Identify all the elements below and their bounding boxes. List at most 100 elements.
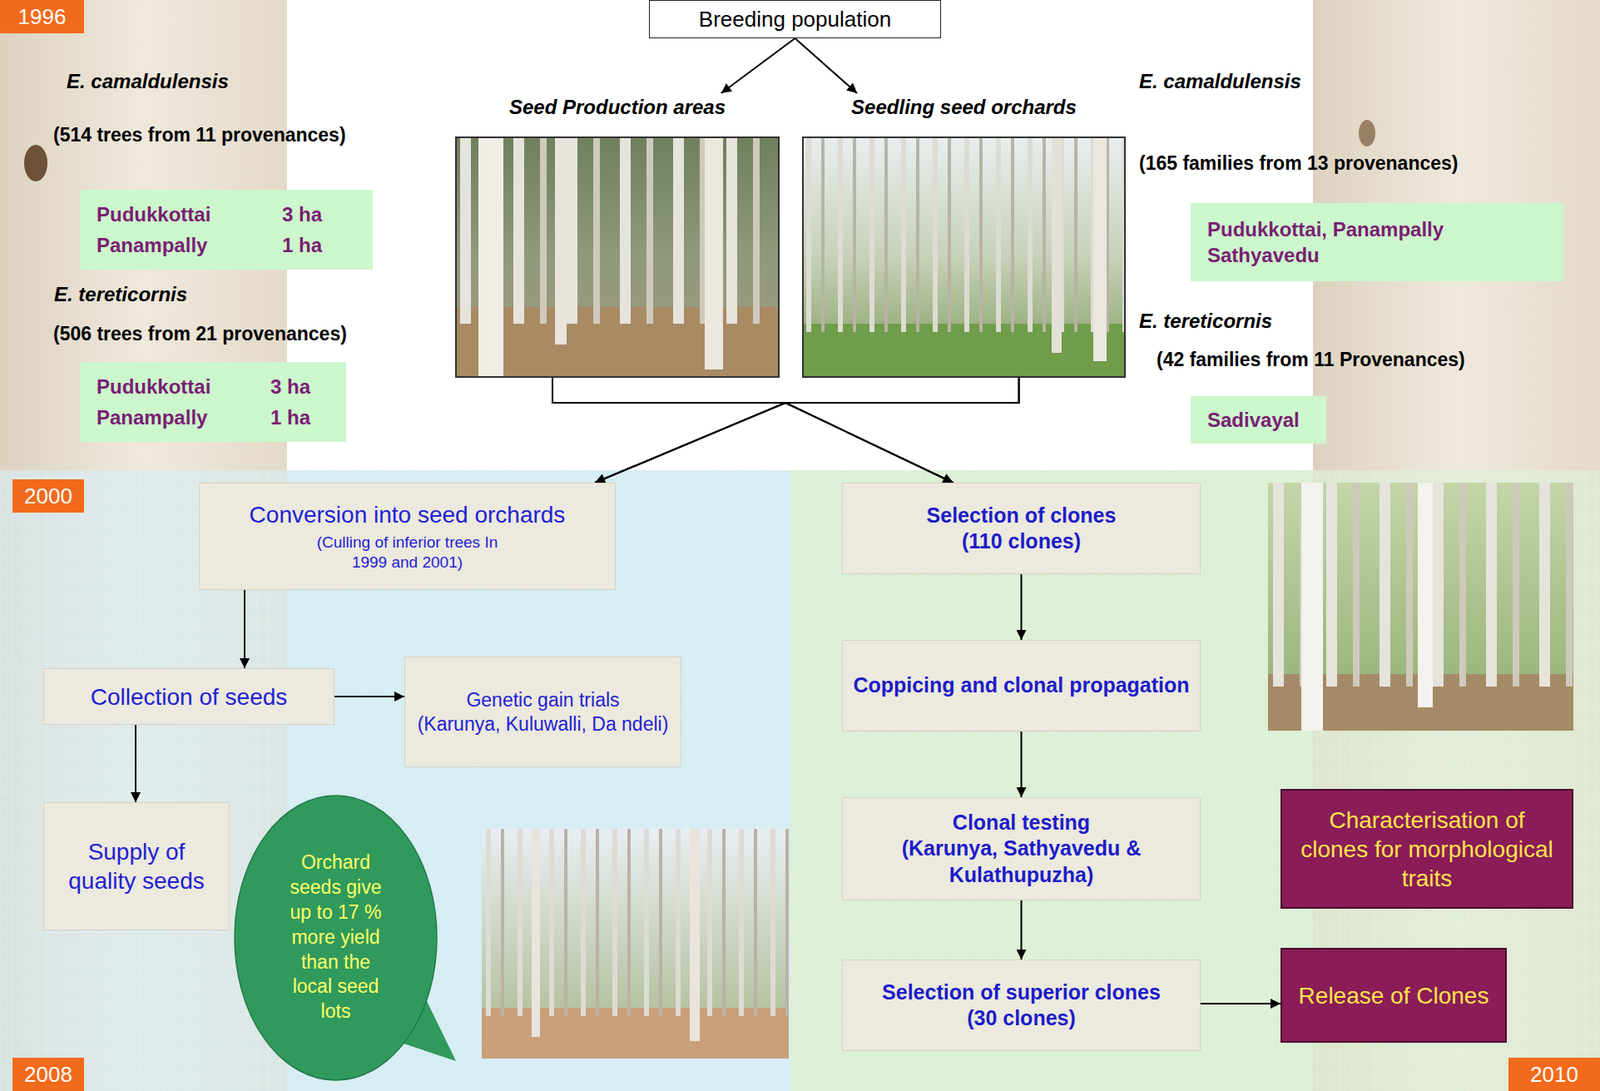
box-text: Panampally	[96, 404, 271, 431]
arrow-connector	[134, 724, 137, 803]
result-box: Characterisation of clones for morpholog…	[1280, 788, 1574, 909]
box-text: (110 clones)	[926, 528, 1117, 555]
tree-trunk	[531, 828, 540, 1037]
box-text: 2010	[1530, 1061, 1579, 1088]
tree-trunk	[1093, 136, 1107, 362]
box-text: Pudukkottai, Panampally Sathyavedu	[1207, 216, 1547, 268]
box-text: (Karunya, Kuluwalli, Da ndeli)	[417, 712, 669, 737]
year-tag: 2008	[12, 1057, 85, 1091]
text-holder: Sadivayal	[1207, 406, 1310, 433]
arrow-connector	[334, 695, 405, 698]
text-holder: Coppicing and clonal propagation	[852, 672, 1189, 699]
photo-clonal-plantation	[1268, 482, 1574, 731]
text-holder: 2008	[24, 1061, 73, 1088]
box-text: Breeding population	[698, 6, 892, 33]
process-box: Selection of clones(110 clones)	[842, 482, 1201, 575]
bark-knot	[1358, 119, 1376, 147]
box-text: 1 ha	[282, 232, 357, 258]
year-tag: 1996	[0, 0, 85, 34]
box-text: Genetic gain trials	[417, 688, 669, 713]
process-box: Coppicing and clonal propagation	[842, 639, 1201, 732]
provenance-label: (506 trees from 21 provenances)	[53, 322, 347, 346]
tree-trunk	[478, 136, 504, 378]
box-text: 3 ha	[270, 373, 330, 400]
box-text: Selection of superior clones	[881, 979, 1161, 1006]
box-text: Sadivayal	[1207, 406, 1310, 433]
photo-ground	[455, 136, 780, 378]
tree-trunks	[802, 136, 1126, 332]
provenance-label: (165 families from 13 provenances)	[1139, 152, 1459, 175]
arrow-connector	[1020, 900, 1023, 960]
box-text: Supply of quality seeds	[55, 837, 218, 896]
process-box: Conversion into seed orchards(Culling of…	[198, 482, 616, 590]
box-text: (Culling of inferior trees In 1999 and 2…	[307, 532, 507, 573]
text-holder: Release of Clones	[1298, 980, 1490, 1011]
top-band	[0, 0, 1600, 471]
text-holder: 2000	[24, 483, 73, 510]
text-holder: Selection of clones(110 clones)	[926, 502, 1117, 555]
callout-text: Orchard seeds give up to 17 % more yield…	[282, 850, 390, 1025]
box-text: 1996	[18, 4, 67, 30]
text-holder: Conversion into seed orchards(Culling of…	[249, 500, 566, 573]
year-tag: 2000	[12, 479, 85, 513]
arrow-connector	[785, 377, 1020, 483]
box-text: (Karunya, Sathyavedu & Kulathupuzha)	[852, 835, 1190, 888]
process-box: Clonal testing(Karunya, Sathyavedu & Kul…	[842, 797, 1201, 901]
box-text: Collection of seeds	[90, 682, 288, 712]
text-holder: 2010	[1530, 1061, 1579, 1088]
bubble-text-holder: Orchard seeds give up to 17 % more yield…	[282, 850, 390, 1025]
arrow-connector	[1020, 731, 1023, 798]
grid-texture	[0, 470, 1600, 1091]
text-holder: Genetic gain trials(Karunya, Kuluwalli, …	[417, 688, 669, 737]
box-text: Pudukkottai	[96, 201, 283, 228]
provenance-label: (514 trees from 11 provenances)	[53, 123, 347, 147]
speech-bubble: Orchard seeds give up to 17 % more yield…	[232, 793, 439, 1082]
photo-heading: Seedling seed orchards	[802, 93, 1126, 122]
box-text: Release of Clones	[1298, 980, 1490, 1011]
site-box: Sadivayal	[1190, 396, 1327, 444]
photo-frame: Seed Production areas	[455, 93, 780, 378]
box-text: 3 ha	[282, 201, 357, 228]
box-text: 2000	[24, 483, 73, 510]
box-text: Pudukkottai	[96, 373, 271, 400]
photo-border	[455, 136, 780, 378]
photo-orchard	[481, 828, 789, 1059]
result-box: Release of Clones	[1280, 947, 1507, 1043]
text-holder: Pudukkottai3 haPanampally1 ha	[96, 201, 357, 258]
arrow-connector	[721, 38, 796, 94]
species-label: E. camaldulensis	[66, 69, 229, 94]
text-holder: Selection of superior clones(30 clones)	[881, 979, 1161, 1032]
box-text: Characterisation of clones for morpholog…	[1293, 805, 1561, 893]
photo-sky	[802, 136, 1126, 378]
arrow-connector	[594, 377, 1020, 483]
species-label: E. camaldulensis	[1139, 69, 1302, 94]
year-tag: 2010	[1508, 1057, 1600, 1091]
tree-trunk	[1301, 482, 1323, 731]
text-holder: Pudukkottai3 ha Panampally1 ha	[96, 373, 330, 431]
arrow-connector	[1020, 574, 1023, 640]
text-holder: Characterisation of clones for morpholog…	[1293, 805, 1561, 893]
text-holder: Collection of seeds	[90, 682, 288, 712]
process-box: Breeding population	[648, 0, 942, 39]
photo-seedling-seed-orchard	[802, 136, 1126, 378]
process-box: Genetic gain trials(Karunya, Kuluwalli, …	[404, 656, 682, 768]
provenance-label: (42 families from 11 Provenances)	[1156, 348, 1466, 372]
box-text: (30 clones)	[881, 1005, 1161, 1031]
photo-frame: Seedling seed orchards	[802, 93, 1126, 378]
text-holder: Pudukkottai, Panampally Sathyavedu	[1207, 216, 1547, 268]
arrow-connector	[552, 377, 954, 483]
arrow-connector	[1200, 1002, 1281, 1005]
photo-border	[802, 136, 1126, 378]
arrow-connector	[795, 38, 858, 94]
box-text: 2008	[24, 1061, 73, 1088]
process-box: Selection of superior clones(30 clones)	[842, 959, 1201, 1051]
text-holder: Clonal testing(Karunya, Sathyavedu & Kul…	[852, 809, 1190, 888]
arrow-connector	[243, 589, 246, 669]
box-text: 1 ha	[270, 404, 330, 431]
box-text: Conversion into seed orchards	[249, 500, 566, 530]
bark-knot	[24, 144, 48, 182]
tree-trunk	[689, 828, 700, 1041]
photo-seed-production-area	[455, 136, 780, 378]
box-text: Coppicing and clonal propagation	[852, 672, 1189, 699]
tree-trunk	[1417, 482, 1433, 708]
